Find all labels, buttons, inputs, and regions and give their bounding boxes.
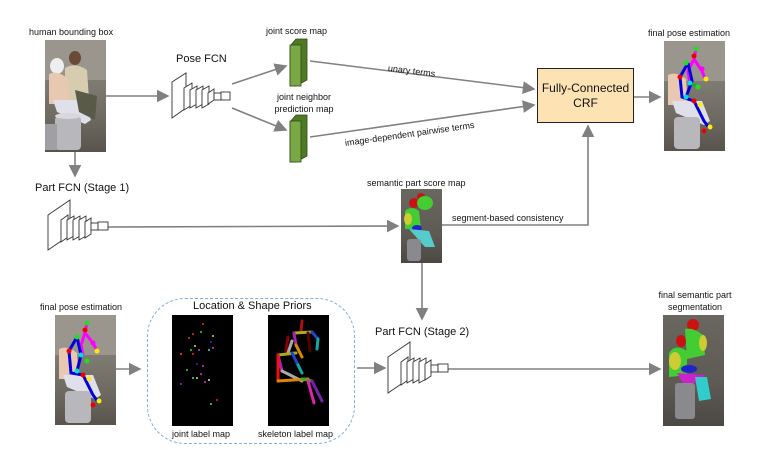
location-shape-priors-label: Location & Shape Priors	[193, 300, 312, 312]
final-pose-estimation-bottom-image	[55, 315, 116, 425]
joint-score-map-icon	[289, 38, 308, 87]
location-shape-priors-group	[147, 298, 355, 444]
final-semantic-part-label-line2: segmentation	[667, 302, 723, 312]
part-fcn-stage1-icon	[47, 199, 109, 251]
joint-label-map-label: joint label map	[172, 429, 231, 439]
joint-neighbor-label-line1: joint neighbor	[276, 92, 332, 102]
fully-connected-crf-box: Fully-Connected CRF	[537, 68, 634, 123]
arrow-pairwise-terms	[309, 100, 536, 138]
final-pose-estimation-top-label: final pose estimation	[648, 28, 731, 38]
arrow-unary-terms	[309, 60, 536, 94]
joint-neighbor-label-line2: prediction map	[274, 104, 334, 114]
part-fcn-stage2-label: Part FCN (Stage 2)	[375, 326, 470, 338]
final-pose-estimation-top-image	[664, 41, 725, 151]
segment-based-consistency-label: segment-based consistency	[452, 213, 564, 223]
arrow-segment-consistency	[442, 124, 595, 226]
final-semantic-segmentation-image	[663, 315, 724, 426]
pose-fcn-label: Pose FCN	[176, 53, 227, 65]
part-fcn-stage1-label: Part FCN (Stage 1)	[35, 182, 130, 194]
arrow-posefcn-to-jointscore	[231, 63, 288, 85]
joint-score-map-label: joint score map	[266, 26, 328, 36]
skeleton-label-map-label: skeleton label map	[258, 429, 334, 439]
skeleton-label-map-image	[268, 315, 329, 426]
semantic-part-score-map-label: semantic part score map	[367, 178, 466, 188]
crf-label-line1: Fully-Connected	[541, 80, 630, 95]
joint-label-map-image	[172, 315, 233, 426]
final-semantic-part-label-line1: final semantic part	[658, 290, 732, 300]
semantic-part-score-map-image	[401, 189, 442, 263]
arrow-partfcn1-to-scoremap	[107, 219, 400, 233]
pose-fcn-icon	[171, 72, 231, 119]
human-bounding-box-label: human bounding box	[29, 27, 114, 37]
part-fcn-stage2-icon	[387, 341, 449, 394]
arrow-posefcn-to-neighbor	[231, 107, 288, 132]
final-pose-estimation-bottom-label: final pose estimation	[40, 302, 123, 312]
crf-label-line2: CRF	[573, 95, 598, 110]
human-bounding-box-image	[45, 40, 106, 152]
joint-neighbor-map-icon	[289, 114, 308, 163]
